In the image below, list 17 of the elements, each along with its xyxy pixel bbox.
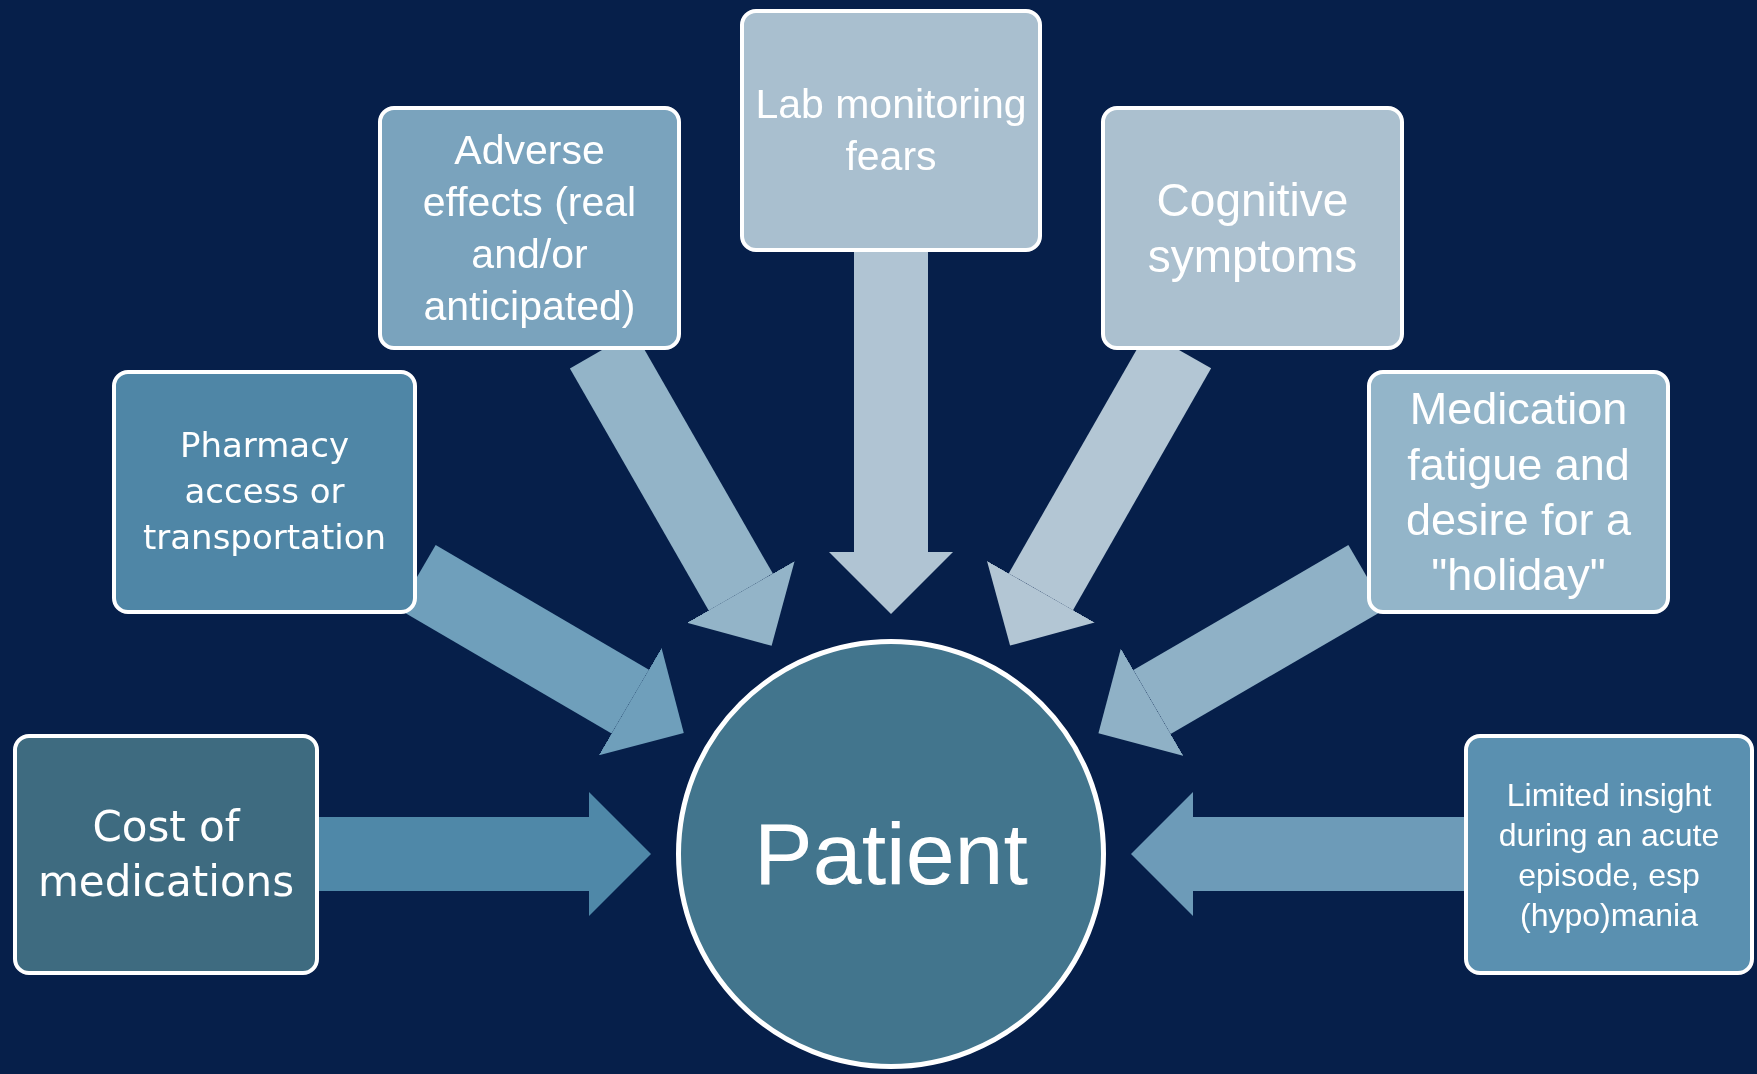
node-text: Adverse effects (real and/or anticipated) [421, 125, 638, 332]
factor-box [378, 106, 681, 350]
factor-box [112, 370, 417, 614]
block-arrow [319, 792, 651, 916]
node-text: Pharmacy access or transportation [141, 424, 388, 559]
block-arrow [829, 252, 953, 614]
node-text: Medication fatigue and desire for a "holiday" [1404, 382, 1633, 603]
node-text: Lab monitoring fears [754, 80, 1028, 181]
factor-box [1367, 370, 1670, 614]
factor-box [13, 734, 319, 975]
factor-box [1464, 734, 1754, 975]
node-text: Limited insight during an acute episode, esp (hypo)mania [1497, 775, 1721, 935]
factor-box [740, 9, 1042, 252]
node-text: Cost of medications [36, 800, 296, 908]
node-text: Patient [754, 803, 1028, 905]
factor-box [1101, 106, 1404, 350]
node-text: Cognitive symptoms [1146, 172, 1359, 284]
